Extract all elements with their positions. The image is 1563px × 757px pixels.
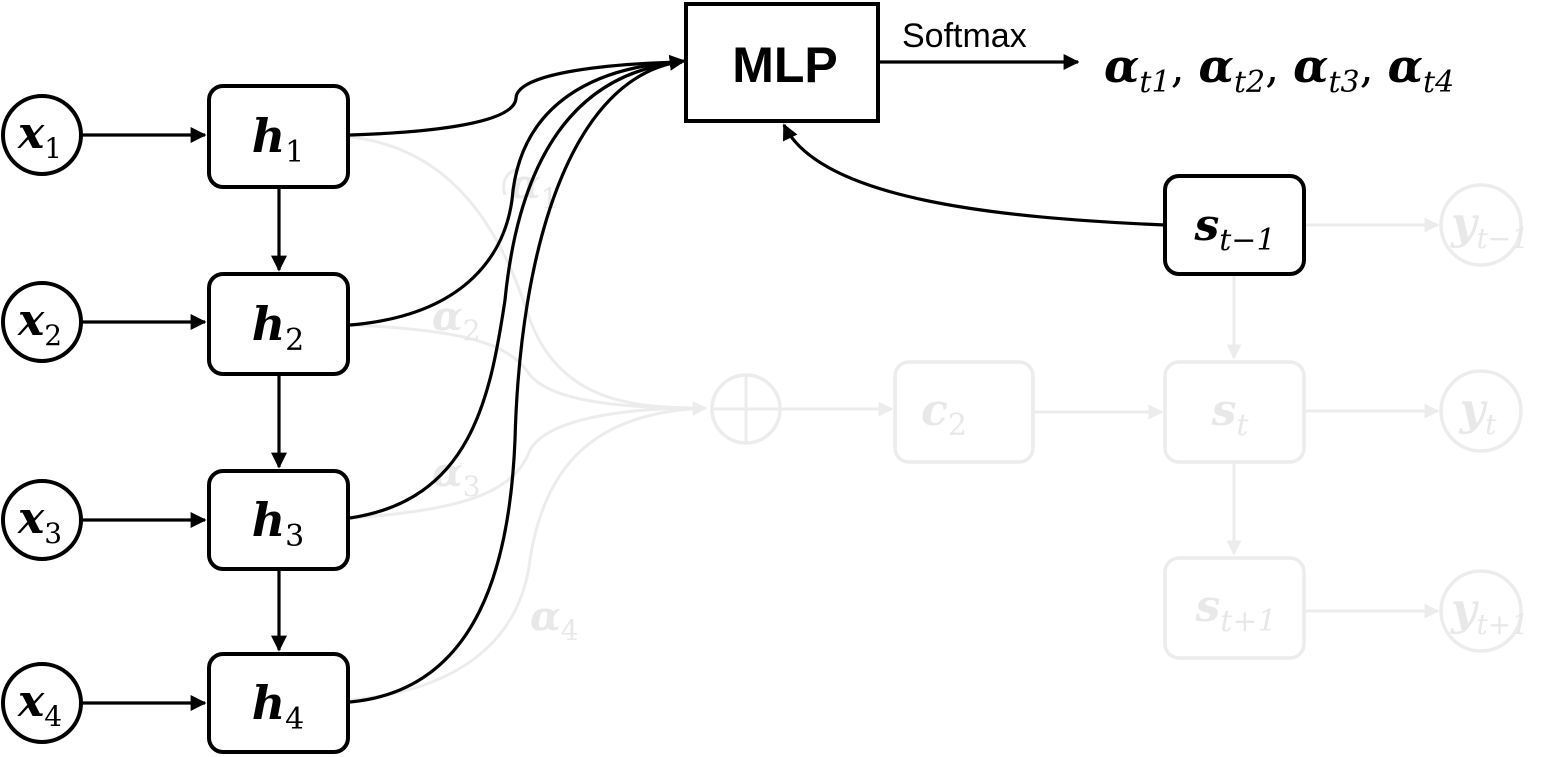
mlp-label: MLP — [732, 37, 838, 93]
faint-edge-h3-sum — [349, 406, 701, 520]
edge-h4-mlp — [349, 54, 686, 704]
faint-edge-h2-sum — [349, 323, 701, 410]
input-label-x2: x2 — [17, 295, 62, 352]
edge-h2-mlp — [349, 60, 683, 327]
output-label-ytp1: yt+1 — [1450, 584, 1529, 641]
input-label-x3: x3 — [17, 493, 62, 550]
decoder-label-stm1: st−1 — [1193, 200, 1275, 258]
edge-h3-mlp — [349, 60, 683, 520]
hidden-label-h3: h3 — [252, 493, 305, 554]
output-label-ytm1: yt−1 — [1450, 198, 1529, 255]
output-node-ytm1 — [1439, 183, 1523, 267]
input-node-x1 — [1, 94, 83, 176]
faint-edge-h4-sum — [349, 401, 708, 702]
output-node-ytp1 — [1439, 569, 1523, 653]
softmax-label: Softmax — [902, 17, 1027, 55]
faded-weight-a2: α2 — [432, 293, 481, 347]
edge-stm1-mlp — [782, 123, 1166, 227]
decoder-label-st: st — [1211, 385, 1250, 443]
input-label-x1: x1 — [17, 108, 62, 165]
faded-weight-a3: α3 — [432, 449, 481, 503]
mlp-box — [684, 2, 880, 123]
input-label-x4: x4 — [17, 676, 62, 733]
hidden-box-h4 — [207, 652, 350, 754]
hidden-box-h3 — [207, 469, 350, 571]
input-node-x3 — [1, 479, 83, 561]
decoder-box-stm1 — [1163, 174, 1306, 276]
hidden-box-h1 — [207, 84, 350, 189]
decoder-box-stp1 — [1163, 556, 1306, 660]
faded-weight-a4: α4 — [530, 593, 579, 647]
hidden-label-h1: h1 — [252, 109, 305, 170]
input-node-x4 — [1, 662, 83, 744]
output-label-yt: yt — [1459, 384, 1498, 441]
hidden-label-h4: h4 — [252, 676, 305, 737]
input-node-x2 — [1, 281, 83, 363]
hidden-box-h2 — [207, 272, 350, 376]
decoder-label-stp1: st+1 — [1194, 581, 1276, 639]
foreground-layer: MLP Softmax αt1, αt2, αt3, αt4 st−1 x1 x… — [1, 2, 1454, 754]
hidden-label-h2: h2 — [252, 297, 305, 358]
output-node-yt — [1439, 369, 1523, 453]
attention-output-label: αt1, αt2, αt3, αt4 — [1104, 39, 1454, 100]
edge-h1-mlp — [349, 60, 683, 137]
faded-layer: c2 st st+1 yt−1 yt yt+1 — [349, 135, 1529, 702]
context-label-c2: c2 — [921, 385, 967, 443]
faint-edge-h1-sum — [349, 135, 701, 410]
